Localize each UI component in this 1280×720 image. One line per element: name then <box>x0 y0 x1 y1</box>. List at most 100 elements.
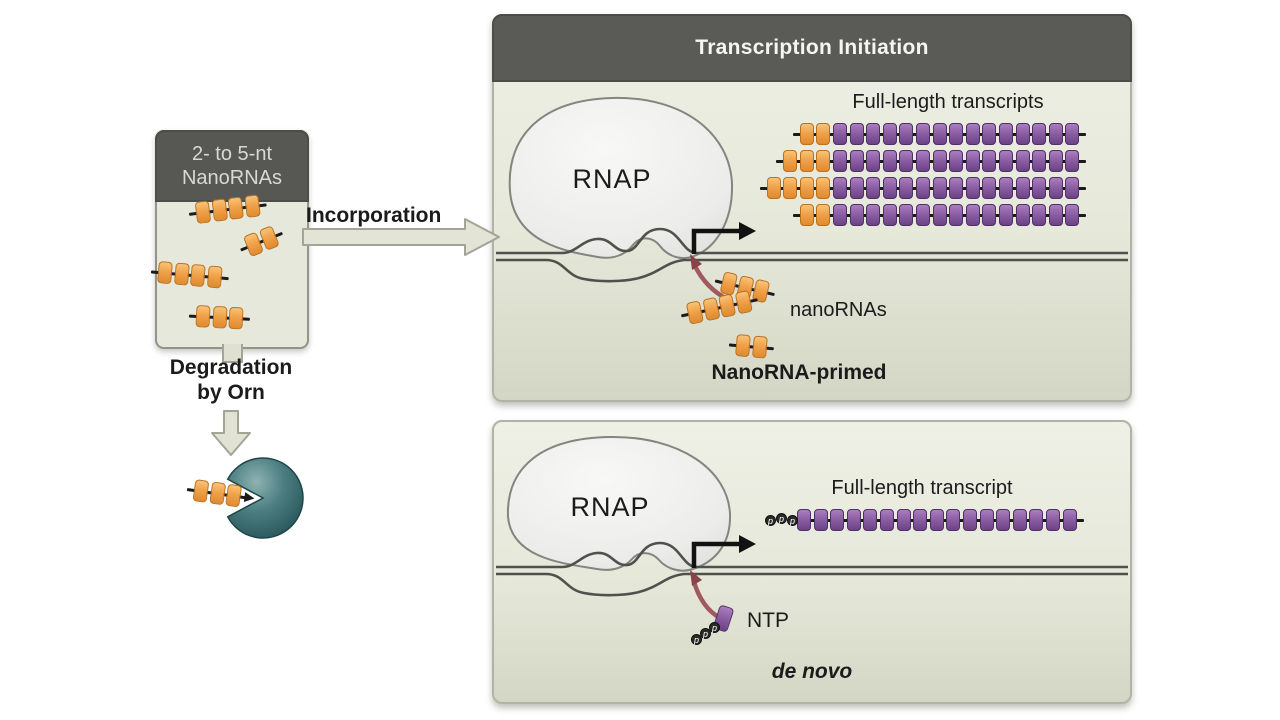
purple-bead <box>932 177 947 199</box>
orange-bead <box>211 305 228 329</box>
purple-bead <box>998 123 1013 145</box>
purple-bead <box>1032 150 1047 172</box>
orange-bead <box>227 196 245 220</box>
transcript-row <box>792 204 1087 226</box>
purple-bead <box>915 123 930 145</box>
orange-bead <box>194 200 212 224</box>
purple-bead <box>965 177 980 199</box>
dna-top-strand <box>496 541 1128 569</box>
purple-bead <box>832 150 847 172</box>
purple-bead <box>849 123 864 145</box>
priming-arrow <box>691 579 723 621</box>
purple-bead <box>830 509 845 531</box>
transcript-row <box>759 177 1087 199</box>
purple-bead <box>1015 123 1030 145</box>
chain-string <box>776 159 1087 163</box>
purple-bead <box>982 177 997 199</box>
purple-bead <box>899 150 914 172</box>
orn-enzyme-icon <box>226 457 304 539</box>
purple-bead <box>896 509 911 531</box>
purple-bead <box>863 509 878 531</box>
purple-bead <box>882 123 897 145</box>
orange-bead <box>783 150 798 172</box>
orange-bead <box>799 123 814 145</box>
de-novo-caption: de novo <box>771 660 853 683</box>
orange-bead <box>783 177 798 199</box>
nanorna-chain <box>728 334 774 359</box>
nanorna-pool-title: 2- to 5-nt NanoRNAs <box>155 130 309 202</box>
orange-bead <box>190 263 206 288</box>
down-arrow-icon <box>211 410 251 456</box>
purple-bead <box>1045 509 1060 531</box>
purple-bead <box>882 177 897 199</box>
purple-bead <box>949 177 964 199</box>
orange-bead <box>228 306 244 330</box>
bottom-panel-drawing <box>496 435 1128 621</box>
purple-bead <box>996 509 1011 531</box>
purple-bead <box>949 204 964 226</box>
orange-bead <box>799 150 814 172</box>
purple-bead <box>1048 123 1063 145</box>
purple-bead <box>846 509 861 531</box>
orange-bead <box>244 194 261 218</box>
purple-bead <box>998 177 1013 199</box>
purple-bead <box>1048 150 1063 172</box>
purple-bead <box>849 204 864 226</box>
purple-bead <box>965 150 980 172</box>
nanorna-primed-caption: NanoRNA-primed <box>711 361 887 384</box>
purple-bead <box>882 150 897 172</box>
purple-bead <box>1029 509 1044 531</box>
de-novo-panel <box>492 420 1132 704</box>
purple-bead <box>1065 150 1080 172</box>
purple-bead <box>929 509 944 531</box>
orange-bead <box>799 204 814 226</box>
purple-bead <box>1015 150 1030 172</box>
purple-bead <box>915 177 930 199</box>
orange-bead <box>195 305 211 328</box>
triphosphate-icon: p <box>765 515 776 526</box>
rnap-blob <box>506 435 732 572</box>
purple-bead <box>915 204 930 226</box>
purple-bead <box>1012 509 1027 531</box>
purple-bead <box>998 204 1013 226</box>
orange-bead <box>211 198 228 222</box>
top-panel-drawing <box>496 96 1128 302</box>
purple-bead <box>813 509 828 531</box>
purple-bead <box>1065 204 1080 226</box>
incorporation-label: Incorporation <box>306 204 442 227</box>
orange-bead <box>206 265 223 289</box>
purple-bead <box>949 123 964 145</box>
transcription-start-arrow <box>691 541 739 568</box>
full-length-transcripts-label: Full-length transcripts <box>852 91 1044 113</box>
purple-bead <box>913 509 928 531</box>
purple-bead <box>849 177 864 199</box>
purple-bead <box>946 509 961 531</box>
purple-bead <box>899 123 914 145</box>
orange-bead <box>816 123 831 145</box>
purple-bead <box>965 204 980 226</box>
box-connector-stub <box>222 344 243 363</box>
purple-bead <box>982 150 997 172</box>
transcription-start-arrow <box>691 228 739 254</box>
purple-bead <box>979 509 994 531</box>
purple-bead <box>1048 204 1063 226</box>
purple-bead <box>915 150 930 172</box>
purple-bead <box>1048 177 1063 199</box>
orange-bead <box>816 204 831 226</box>
purple-bead <box>982 123 997 145</box>
dna-bottom-strand <box>496 572 1128 597</box>
orange-bead <box>701 296 721 322</box>
transcript-row <box>776 150 1087 172</box>
orange-bead <box>735 334 751 358</box>
purple-bead <box>866 177 881 199</box>
purple-bead <box>1032 123 1047 145</box>
orange-bead <box>157 261 173 285</box>
purple-bead <box>866 150 881 172</box>
purple-bead <box>1062 509 1077 531</box>
purple-bead <box>879 509 894 531</box>
orange-bead <box>816 150 831 172</box>
purple-bead <box>1032 204 1047 226</box>
orange-bead <box>208 481 226 506</box>
orange-bead <box>173 262 190 286</box>
